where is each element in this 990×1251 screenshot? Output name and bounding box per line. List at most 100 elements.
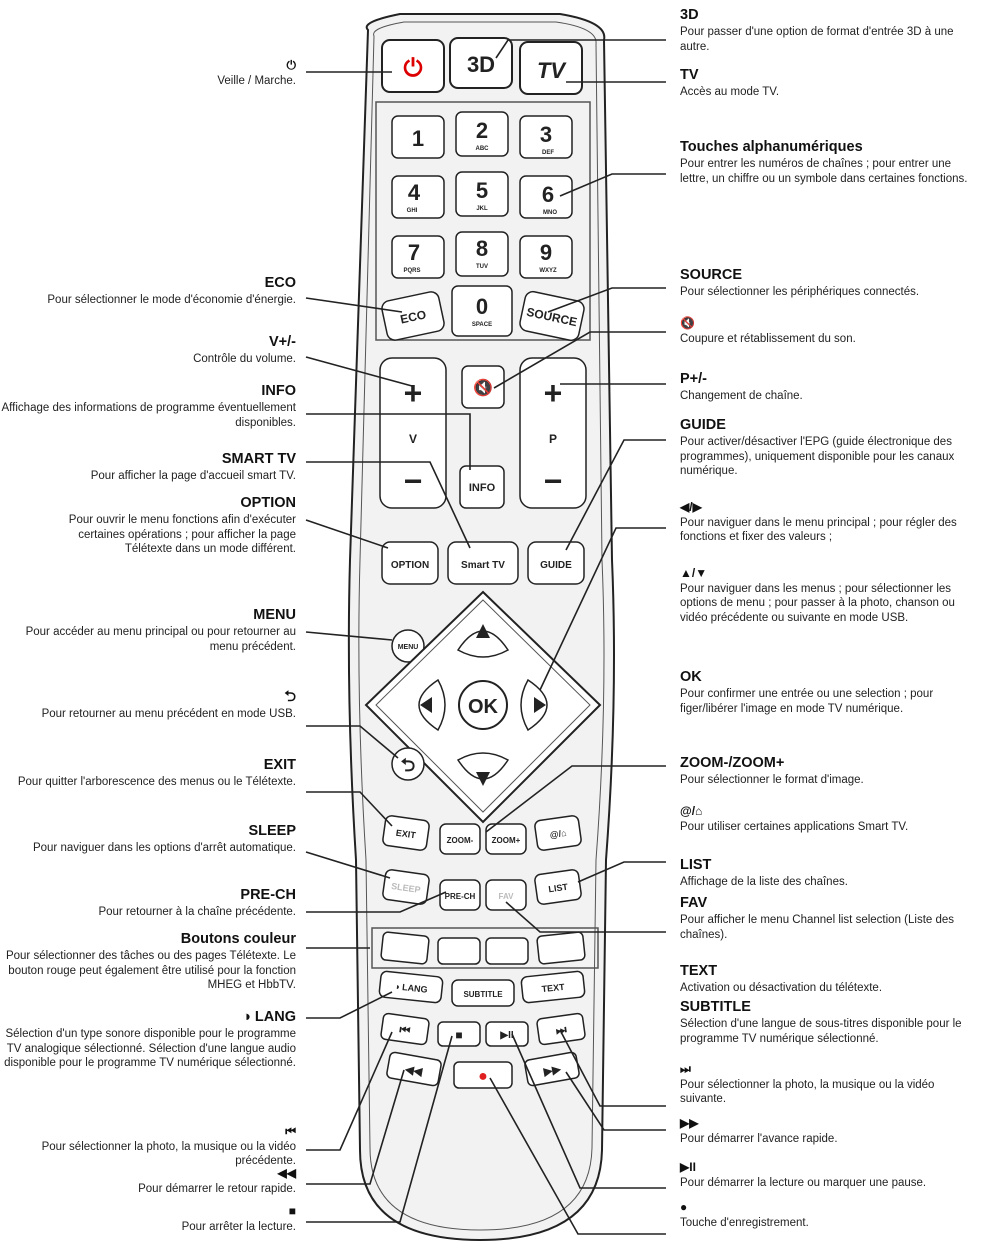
zoom-plus-button[interactable] xyxy=(485,823,527,855)
menu-key-label: MENU xyxy=(398,644,419,651)
key-6[interactable] xyxy=(519,175,573,219)
info-key-label: INFO xyxy=(469,482,496,494)
svg-text:GHI: GHI xyxy=(407,208,418,214)
left-right-arrows-icon: ◀/▶ xyxy=(680,500,702,514)
note-fav: FAV Pour afficher le menu Channel list s… xyxy=(680,895,955,941)
note-previous: ⏮ Pour sélectionner la photo, la musique… xyxy=(36,1124,296,1169)
subtitle-button[interactable] xyxy=(451,979,515,1007)
ok-button[interactable] xyxy=(458,680,508,730)
back-button[interactable] xyxy=(391,747,425,781)
lang-button[interactable] xyxy=(378,970,444,1004)
svg-text:5: 5 xyxy=(476,178,488,203)
volume-rocker[interactable] xyxy=(379,357,447,509)
svg-text:P: P xyxy=(549,432,557,446)
note-volume: V+/- Contrôle du volume. xyxy=(193,334,296,366)
svg-text:4: 4 xyxy=(408,180,421,205)
up-down-arrows-icon: ▲/▼ xyxy=(680,566,708,580)
key-0[interactable] xyxy=(451,285,513,337)
note-exit: EXIT Pour quitter l'arborescence des men… xyxy=(17,757,296,789)
yellow-button[interactable] xyxy=(485,937,529,965)
info-button[interactable] xyxy=(459,465,505,509)
3d-key-label: 3D xyxy=(467,52,495,77)
sleep-key-label: SLEEP xyxy=(391,881,422,895)
note-smart-tv: SMART TV Pour afficher la page d'accueil… xyxy=(90,451,296,483)
rewind-icon: ◀◀ xyxy=(403,1063,423,1078)
tv-button[interactable] xyxy=(519,41,583,95)
note-back: ⮌ Pour retourner au menu précédent en mo… xyxy=(16,688,296,722)
play-pause-symbol-icon: ▶II xyxy=(680,1160,696,1174)
note-sleep: SLEEP Pour naviguer dans les options d'a… xyxy=(32,823,296,855)
mute-symbol-icon: 🔇 xyxy=(680,316,695,330)
3d-button[interactable] xyxy=(449,37,513,89)
next-button[interactable] xyxy=(536,1012,586,1046)
back-arrow-icon: ⮌ xyxy=(284,689,296,705)
sleep-button[interactable] xyxy=(382,869,430,905)
svg-text:−: − xyxy=(404,463,423,499)
previous-button[interactable] xyxy=(380,1012,430,1046)
fav-button[interactable] xyxy=(485,879,527,911)
green-button[interactable] xyxy=(437,937,481,965)
rewind-button[interactable] xyxy=(386,1051,442,1087)
dpad-right[interactable] xyxy=(520,678,548,732)
dpad-up[interactable] xyxy=(456,630,510,658)
svg-text:MNO: MNO xyxy=(543,210,557,216)
smart-apps-button[interactable] xyxy=(534,815,582,851)
zoom-minus-key-label: ZOOM- xyxy=(447,836,474,845)
blue-button[interactable] xyxy=(536,931,586,965)
color-buttons xyxy=(380,931,586,965)
fav-key-label: FAV xyxy=(499,892,515,901)
list-key-label: LIST xyxy=(548,882,569,895)
arrow-up-icon xyxy=(476,624,490,638)
dpad-down[interactable] xyxy=(456,752,510,780)
note-program: P+/- Changement de chaîne. xyxy=(680,371,803,403)
record-button[interactable] xyxy=(453,1061,513,1089)
red-button[interactable] xyxy=(380,931,430,965)
stop-button[interactable] xyxy=(437,1021,481,1047)
key-7[interactable] xyxy=(391,235,445,279)
list-button[interactable] xyxy=(534,869,582,905)
play-pause-button[interactable] xyxy=(485,1021,529,1047)
arrow-left-icon xyxy=(420,697,432,713)
zoom-plus-key-label: ZOOM+ xyxy=(492,836,521,845)
key-8[interactable] xyxy=(455,231,509,277)
note-text: TEXT Activation ou désactivation du télé… xyxy=(680,963,883,995)
guide-button[interactable] xyxy=(527,541,585,585)
dpad-left[interactable] xyxy=(418,678,446,732)
svg-text:7: 7 xyxy=(408,240,420,265)
note-mute: 🔇 Coupure et rétablissement du son. xyxy=(680,316,980,346)
key-4[interactable] xyxy=(391,175,445,219)
note-power: ⏻ Veille / Marche. xyxy=(6,58,296,88)
text-button[interactable] xyxy=(520,970,586,1004)
eco-button[interactable] xyxy=(380,290,445,341)
key-3[interactable] xyxy=(519,115,573,159)
note-left-right: ◀/▶ Pour naviguer dans le menu principal… xyxy=(680,500,986,545)
option-button[interactable] xyxy=(381,541,439,585)
note-subtitle: SUBTITLE Sélection d'une langue de sous-… xyxy=(680,999,962,1045)
program-rocker[interactable] xyxy=(519,357,587,509)
zoom-minus-button[interactable] xyxy=(439,823,481,855)
svg-text:8: 8 xyxy=(476,236,488,261)
note-lang: ◑ LANG Sélection d'un type sonore dispon… xyxy=(4,1009,296,1069)
power-button[interactable] xyxy=(381,39,445,93)
key-9[interactable] xyxy=(519,235,573,279)
svg-text:3: 3 xyxy=(540,122,552,147)
key-5[interactable] xyxy=(455,171,509,217)
ok-key-label: OK xyxy=(468,696,499,718)
svg-text:−: − xyxy=(544,463,563,499)
next-icon: ⏭ xyxy=(555,1022,568,1037)
svg-text:ABC: ABC xyxy=(476,146,490,152)
key-1[interactable] xyxy=(391,115,445,159)
smart-tv-button[interactable] xyxy=(447,541,519,585)
note-tv: TV Accès au mode TV. xyxy=(680,67,780,99)
note-3d: 3D Pour passer d'une option de format d'… xyxy=(680,7,954,53)
mute-button[interactable] xyxy=(461,365,505,409)
key-2[interactable] xyxy=(455,111,509,157)
note-source: SOURCE Pour sélectionner les périphériqu… xyxy=(680,267,920,299)
note-play-pause: ▶II Pour démarrer la lecture ou marquer … xyxy=(680,1160,986,1190)
note-stop: ■ Pour arrêter la lecture. xyxy=(36,1204,296,1234)
menu-button[interactable] xyxy=(391,629,425,663)
smart-tv-key-label: Smart TV xyxy=(461,560,505,571)
exit-button[interactable] xyxy=(382,815,430,851)
